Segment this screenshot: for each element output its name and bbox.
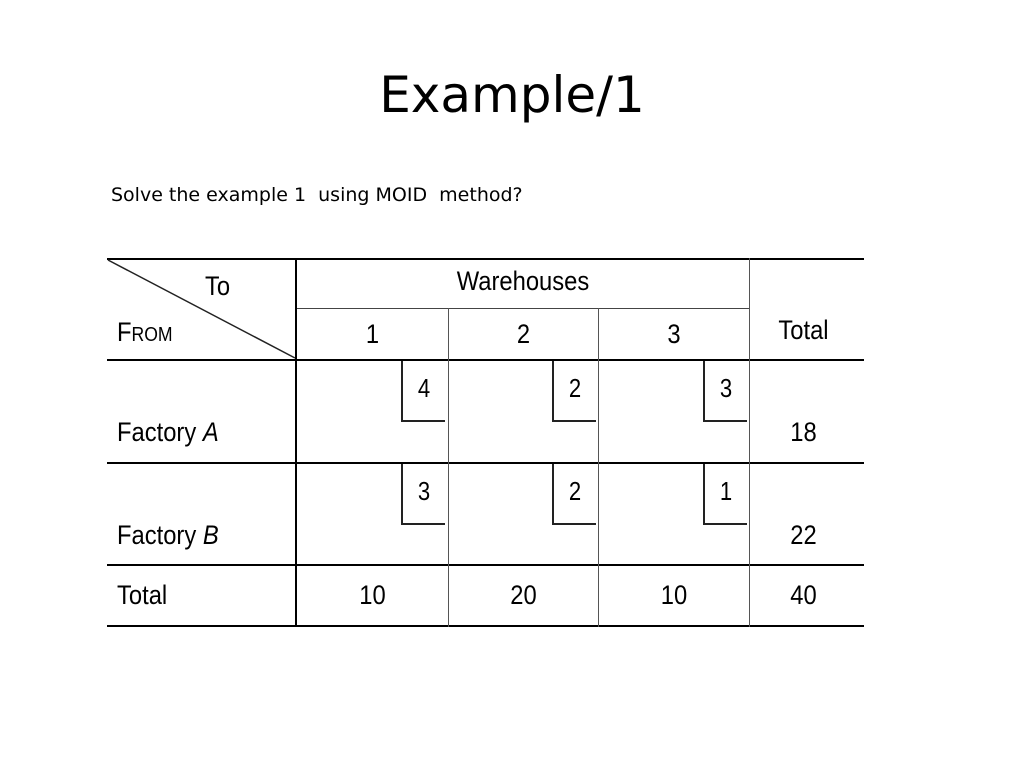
- col-1-rule: [448, 308, 449, 627]
- total-row-label: Total: [117, 580, 168, 610]
- cost-box-b2: 2: [552, 464, 596, 525]
- col-2-rule: [598, 308, 599, 627]
- cost-box-b3: 1: [703, 464, 747, 525]
- column-header-2: 2: [516, 319, 531, 349]
- table-bottom-rule: [107, 625, 864, 627]
- supply-factory-a: 18: [790, 417, 817, 447]
- table-top-rule: [107, 258, 864, 260]
- corner-to-label: To: [205, 271, 231, 301]
- demand-warehouse-1: 10: [359, 580, 386, 610]
- demand-warehouse-2: 20: [510, 580, 537, 610]
- cost-box-a1: 4: [401, 361, 445, 422]
- corner-diagonal: [107, 259, 296, 359]
- column-header-3: 3: [667, 319, 681, 349]
- warehouses-header: Warehouses: [456, 266, 590, 296]
- slide-title: Example/1: [379, 66, 645, 124]
- header-bottom-rule: [107, 359, 864, 361]
- cost-box-a3: 3: [703, 361, 747, 422]
- row-label-factory-a: Factory A: [117, 417, 219, 447]
- row-label-factory-b: Factory B: [117, 520, 219, 550]
- demand-warehouse-3: 10: [660, 580, 688, 610]
- cost-box-b1: 3: [401, 464, 445, 525]
- grand-total: 40: [790, 580, 817, 610]
- warehouses-underline: [297, 308, 749, 309]
- row-b-bottom-rule: [107, 564, 864, 566]
- corner-from-label: FROM: [117, 317, 173, 347]
- problem-prompt: Solve the example 1 using MOID method?: [111, 184, 523, 206]
- transportation-table: To FROM Warehouses 1 2 3 Total Factory A…: [107, 258, 864, 628]
- supply-factory-b: 22: [790, 520, 817, 550]
- row-a-bottom-rule: [107, 462, 864, 464]
- column-header-1: 1: [365, 319, 380, 349]
- from-column-rule: [295, 258, 297, 627]
- total-column-header: Total: [778, 315, 829, 345]
- cost-box-a2: 2: [552, 361, 596, 422]
- col-3-rule: [749, 258, 750, 627]
